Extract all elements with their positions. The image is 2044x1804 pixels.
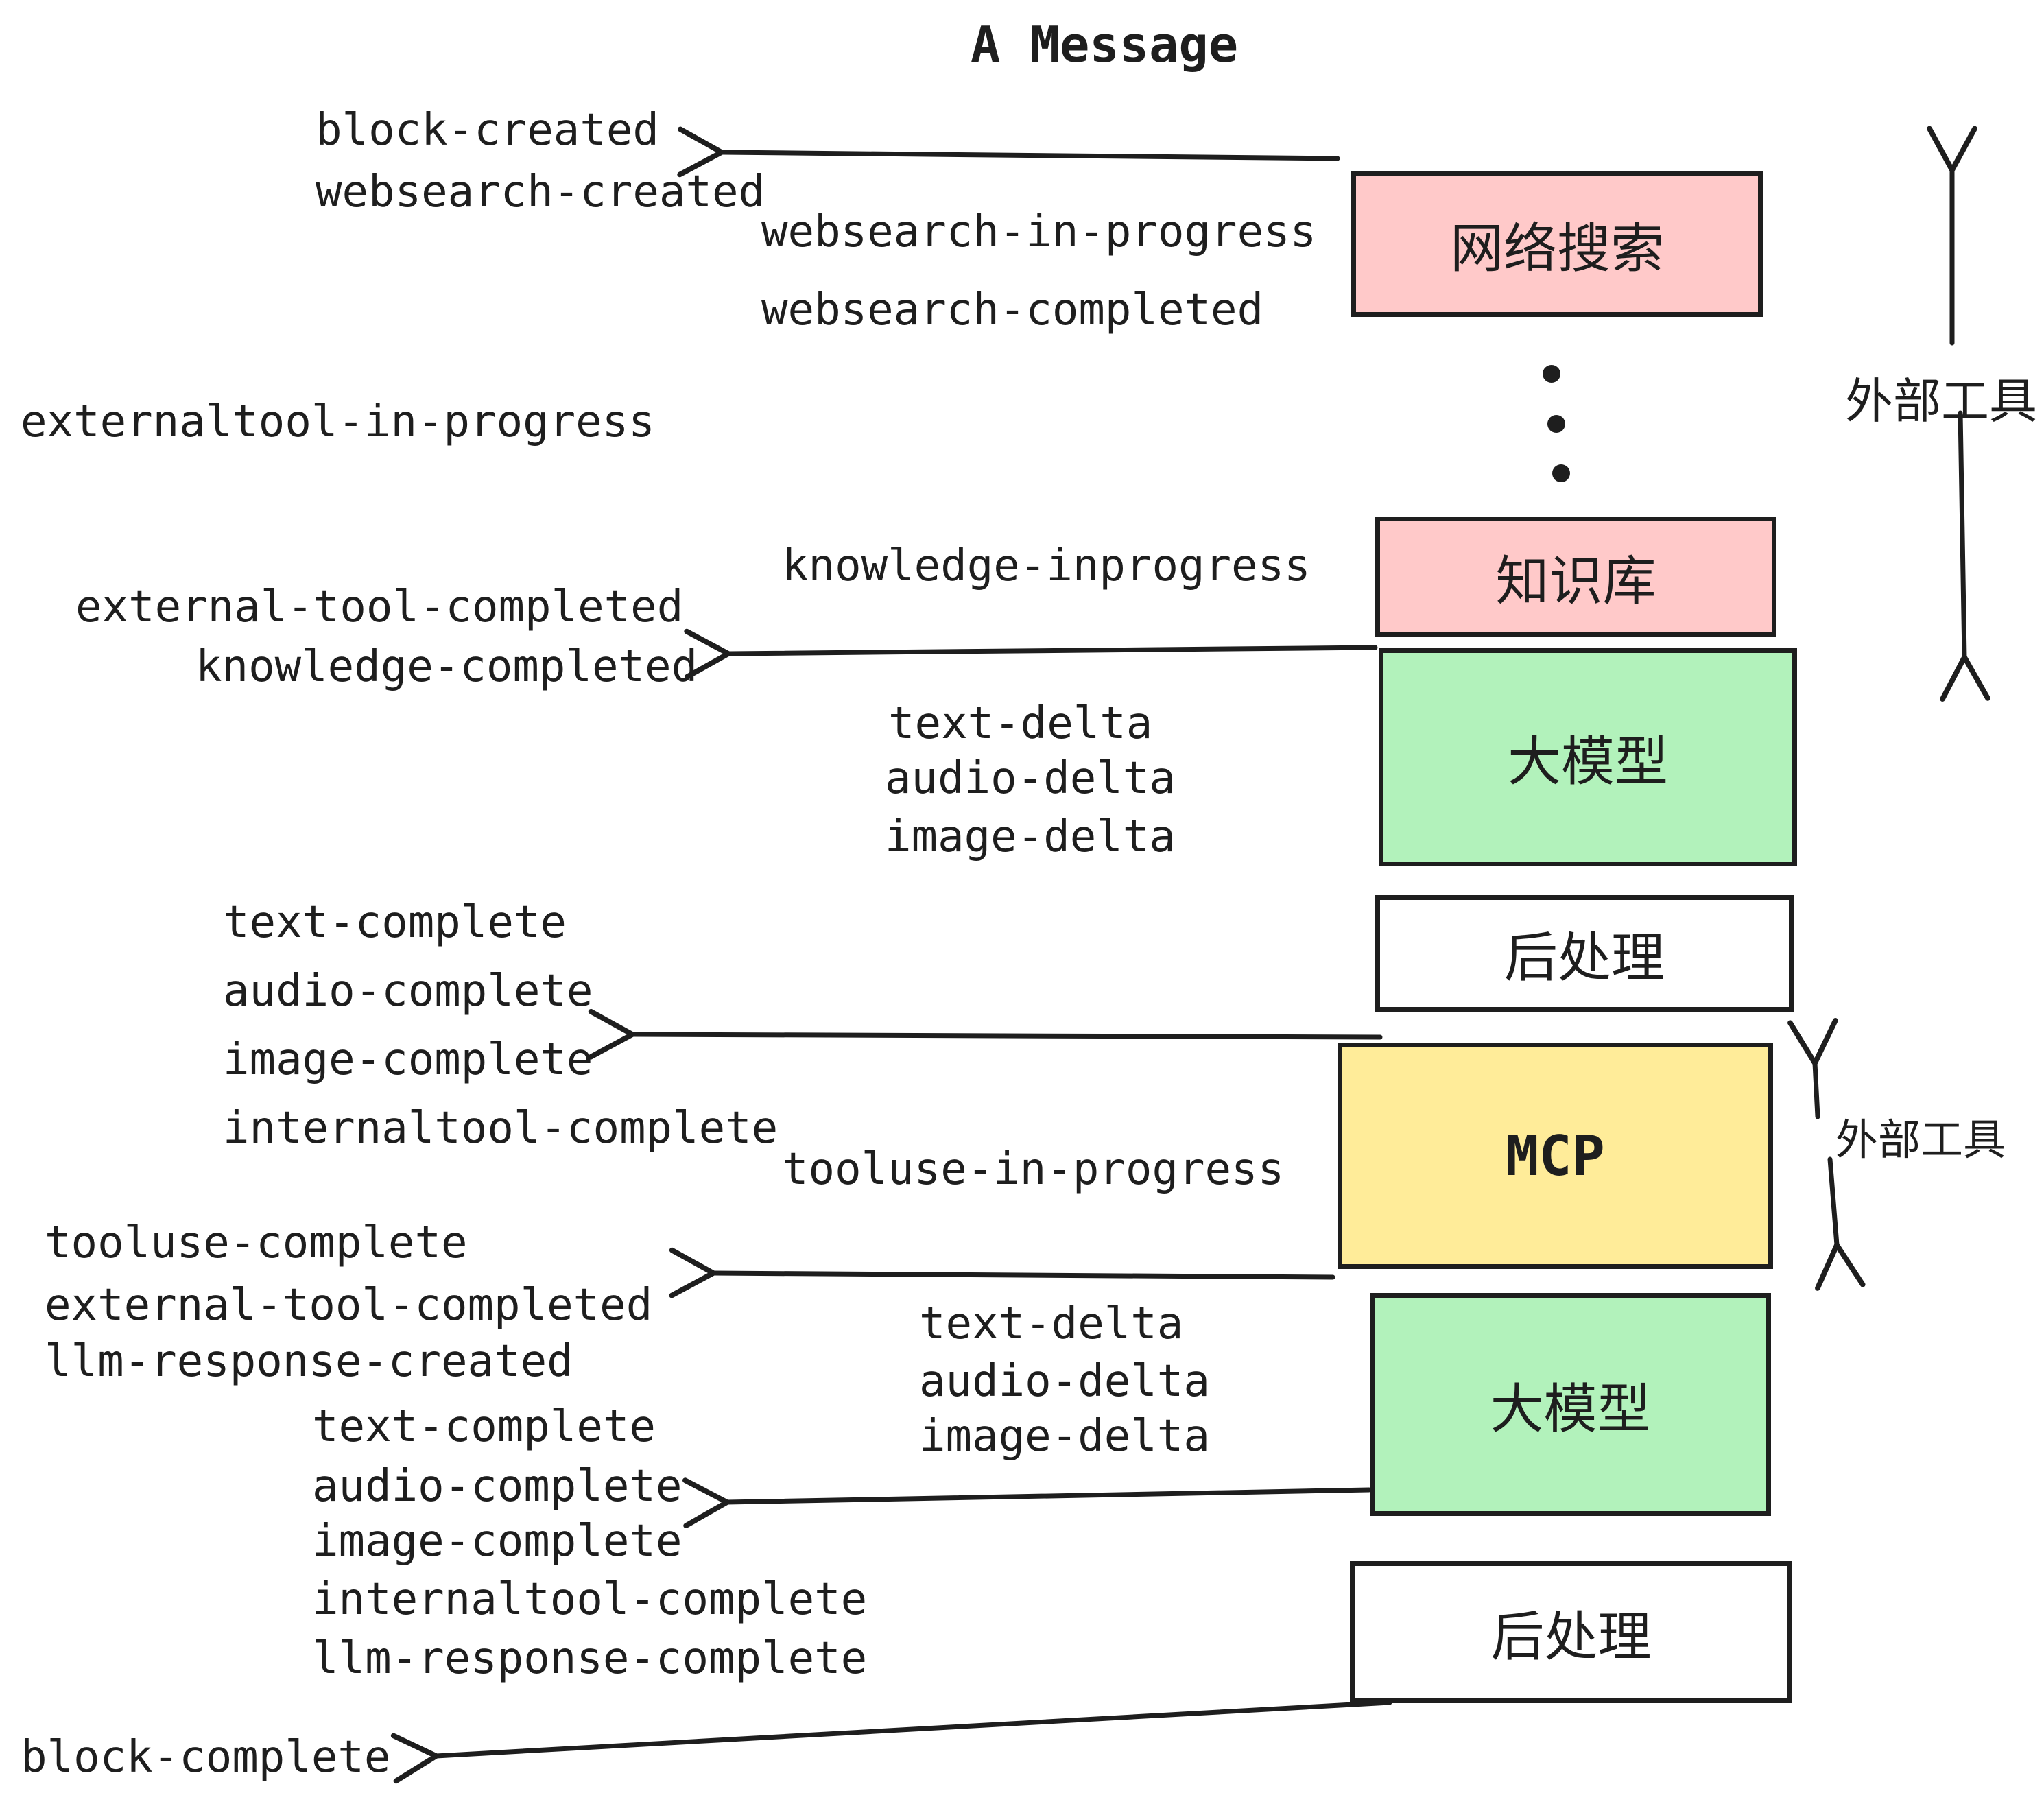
side-label-external-tools-1: 外部工具 [1845, 373, 2037, 429]
event-external-tool-completed-2: external-tool-completed [45, 1280, 653, 1331]
event-text-delta-1: text-delta [888, 698, 1153, 749]
event-image-delta-2: image-delta [919, 1411, 1210, 1462]
down-arrow-external-tools-1 [1940, 410, 1990, 702]
node-llm-2-label: 大模型 [1490, 1378, 1651, 1440]
event-knowledge-completed: knowledge-completed [195, 641, 698, 692]
node-postprocess-2: 后处理 [1350, 1561, 1792, 1703]
arrow-tooluse-complete [669, 1247, 1335, 1298]
event-tooluse-complete: tooluse-complete [45, 1218, 468, 1268]
side-label-external-tools-2: 外部工具 [1835, 1115, 2006, 1165]
node-llm-1: 大模型 [1379, 648, 1797, 866]
event-websearch-in-progress: websearch-in-progress [761, 206, 1317, 257]
event-text-delta-2: text-delta [919, 1298, 1184, 1349]
node-llm-2: 大模型 [1370, 1293, 1771, 1516]
node-llm-1-label: 大模型 [1507, 731, 1668, 793]
event-audio-complete-1: audio-complete [223, 966, 593, 1017]
event-text-complete-2: text-complete [312, 1401, 656, 1452]
arrow-knowledge-completed [684, 628, 1378, 680]
arrow-block-complete [390, 1700, 1392, 1784]
arrow-websearch-created [677, 126, 1340, 178]
arrow-audio-complete [682, 1477, 1372, 1529]
event-image-complete-2: image-complete [312, 1516, 682, 1567]
event-text-complete-1: text-complete [223, 897, 567, 948]
event-tooluse-in-progress: tooluse-in-progress [782, 1144, 1285, 1195]
event-websearch-completed: websearch-completed [761, 285, 1264, 335]
node-postprocess-1-label: 后处理 [1504, 927, 1665, 989]
node-websearch: 网络搜索 [1351, 171, 1763, 317]
ellipsis-dots [1543, 365, 1570, 482]
event-block-created: block-created [316, 105, 659, 156]
event-llm-response-created: llm-response-created [45, 1336, 573, 1387]
event-block-complete: block-complete [21, 1732, 391, 1783]
event-knowledge-inprogress: knowledge-inprogress [782, 541, 1311, 591]
node-postprocess-2-label: 后处理 [1490, 1606, 1652, 1668]
event-externaltool-in-progress: externaltool-in-progress [21, 396, 655, 447]
event-llm-response-complete: llm-response-complete [312, 1633, 868, 1684]
up-arrow-external-tools-2 [1787, 1018, 1838, 1119]
event-internaltool-complete-1: internaltool-complete [223, 1103, 779, 1154]
node-knowledge-label: 知识库 [1495, 550, 1656, 613]
event-image-delta-1: image-delta [885, 811, 1176, 862]
event-external-tool-completed-1: external-tool-completed [75, 582, 684, 632]
diagram-title: A Message [971, 16, 1239, 73]
node-mcp: MCP [1338, 1043, 1773, 1269]
node-postprocess-1: 后处理 [1375, 895, 1794, 1012]
down-arrow-external-tools-2 [1815, 1156, 1866, 1291]
node-websearch-label: 网络搜索 [1449, 218, 1664, 280]
event-internaltool-complete-2: internaltool-complete [312, 1574, 868, 1625]
event-websearch-created: websearch-created [316, 167, 765, 217]
event-audio-delta-1: audio-delta [885, 753, 1176, 804]
arrow-image-complete [588, 1008, 1383, 1060]
event-audio-complete-2: audio-complete [312, 1461, 682, 1512]
event-image-complete-1: image-complete [223, 1034, 593, 1085]
node-mcp-label: MCP [1506, 1124, 1605, 1188]
node-knowledge: 知识库 [1375, 517, 1776, 637]
event-audio-delta-2: audio-delta [919, 1356, 1210, 1407]
